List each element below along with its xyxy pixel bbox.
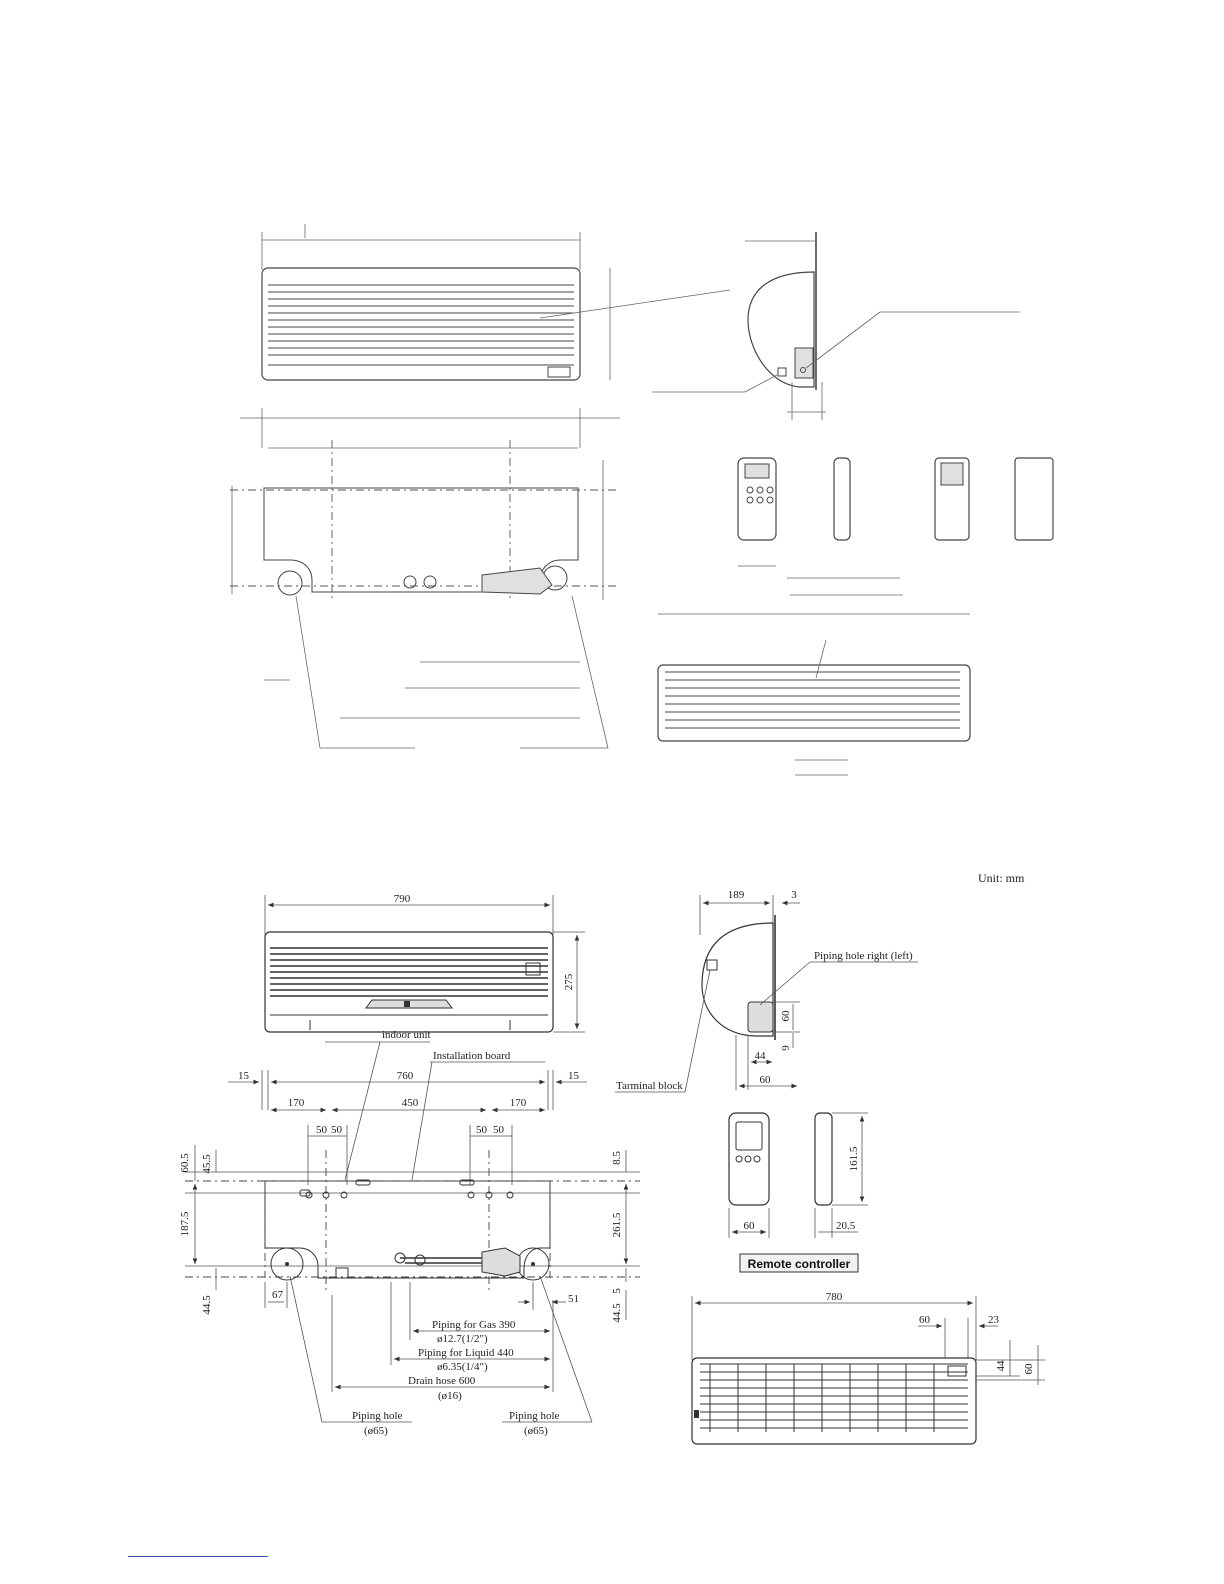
side-view: 189 3 Piping hole right (left) 60 9 44 6…	[615, 889, 918, 1093]
remote-front	[728, 1112, 770, 1206]
left-piping-hole	[270, 1247, 304, 1281]
bottom-h2-label: 60	[1023, 1363, 1035, 1375]
front-view: 790 275	[264, 893, 585, 1033]
gas-pipe-size: ø12.7(1/2")	[437, 1333, 488, 1345]
bottom-view: 780 60 23	[691, 1291, 1045, 1445]
left-top-inner-label: 45.5	[201, 1154, 213, 1174]
side-bottom-width-label: 60	[760, 1074, 772, 1086]
edge-left-label: 15	[238, 1070, 250, 1082]
bottom-width-label: 780	[826, 1291, 843, 1303]
side-hole-offset-label: 9	[780, 1045, 792, 1051]
pipe-hole-left-label: Piping hole	[352, 1410, 403, 1422]
indoor-unit-front	[264, 931, 554, 1033]
right-mid-label: 261.5	[611, 1212, 623, 1237]
drain-hose-label: Drain hose 600	[408, 1375, 476, 1387]
right-small-label: 5	[611, 1288, 623, 1294]
remote-controller-view: 60 161.5 20.5 Remote controller	[728, 1112, 868, 1273]
front-grille	[270, 947, 548, 997]
side-hole-height-label: 60	[780, 1010, 792, 1022]
edge-right-label: 15	[568, 1070, 580, 1082]
pipe-hole-left-size: (ø65)	[364, 1425, 388, 1437]
remote-width-label: 60	[744, 1220, 756, 1232]
remote-side	[814, 1112, 833, 1206]
remote-depth-label: 20.5	[836, 1220, 856, 1232]
bottom-offset-a-label: 60	[919, 1314, 931, 1326]
pipe-hole-right-label: Piping hole	[509, 1410, 560, 1422]
installation-view: indoor unit Installation board 15 15 760…	[179, 1029, 640, 1437]
left-pipe-offset-label: 67	[272, 1289, 284, 1301]
center-span-label: 450	[402, 1097, 419, 1109]
right-top-label: 8.5	[611, 1151, 623, 1165]
indoor-unit-label: indoor unit	[382, 1029, 431, 1041]
remote-controller-title: Remote controller	[748, 1257, 851, 1271]
left-top-outer-label: 60.5	[179, 1153, 191, 1173]
right-pipe-offset-label: 51	[568, 1293, 579, 1305]
pipe-bundle	[481, 1247, 521, 1277]
side-piping-hole	[747, 1001, 774, 1033]
side-gap-label: 3	[791, 889, 797, 901]
left-mid-label: 187.5	[179, 1211, 191, 1236]
bottom-grille	[700, 1363, 968, 1432]
hole-l1-label: 50	[316, 1124, 328, 1136]
side-hole-width-label: 44	[755, 1050, 767, 1062]
upper-front-grille	[268, 284, 574, 356]
hole-r1-label: 50	[476, 1124, 488, 1136]
gas-pipe-label: Piping for Gas 390	[432, 1319, 516, 1331]
unit-label: Unit: mm	[978, 871, 1025, 885]
liquid-pipe-label: Piping for Liquid 440	[418, 1347, 514, 1359]
side-depth-label: 189	[728, 889, 745, 901]
left-bottom-label: 44.5	[201, 1295, 213, 1315]
upper-bottom-grille	[665, 671, 960, 729]
footer-underline	[128, 1556, 268, 1557]
front-height-label: 275	[563, 973, 575, 990]
indoor-unit-bottom	[691, 1357, 977, 1445]
upper-drawing	[230, 224, 1054, 776]
liquid-pipe-size: ø6.35(1/4")	[437, 1361, 488, 1373]
bottom-h1-label: 44	[995, 1360, 1007, 1372]
front-width-label: 790	[394, 893, 411, 905]
piping-hole-side-label: Piping hole right (left)	[814, 950, 913, 962]
installation-board-label: Installation board	[433, 1050, 511, 1062]
total-width-label: 760	[397, 1070, 414, 1082]
terminal-block-label: Tarminal block	[616, 1080, 683, 1092]
display-window	[525, 962, 541, 976]
pipe-hole-right-size: (ø65)	[524, 1425, 548, 1437]
bottom-offset-b-label: 23	[988, 1314, 1000, 1326]
hole-l2-label: 50	[331, 1124, 343, 1136]
left-span-label: 170	[288, 1097, 305, 1109]
right-bottom-label: 44.5	[611, 1303, 623, 1323]
hole-r2-label: 50	[493, 1124, 505, 1136]
right-span-label: 170	[510, 1097, 527, 1109]
remote-height-label: 161.5	[848, 1146, 860, 1171]
drain-hose-size: (ø16)	[438, 1390, 462, 1402]
